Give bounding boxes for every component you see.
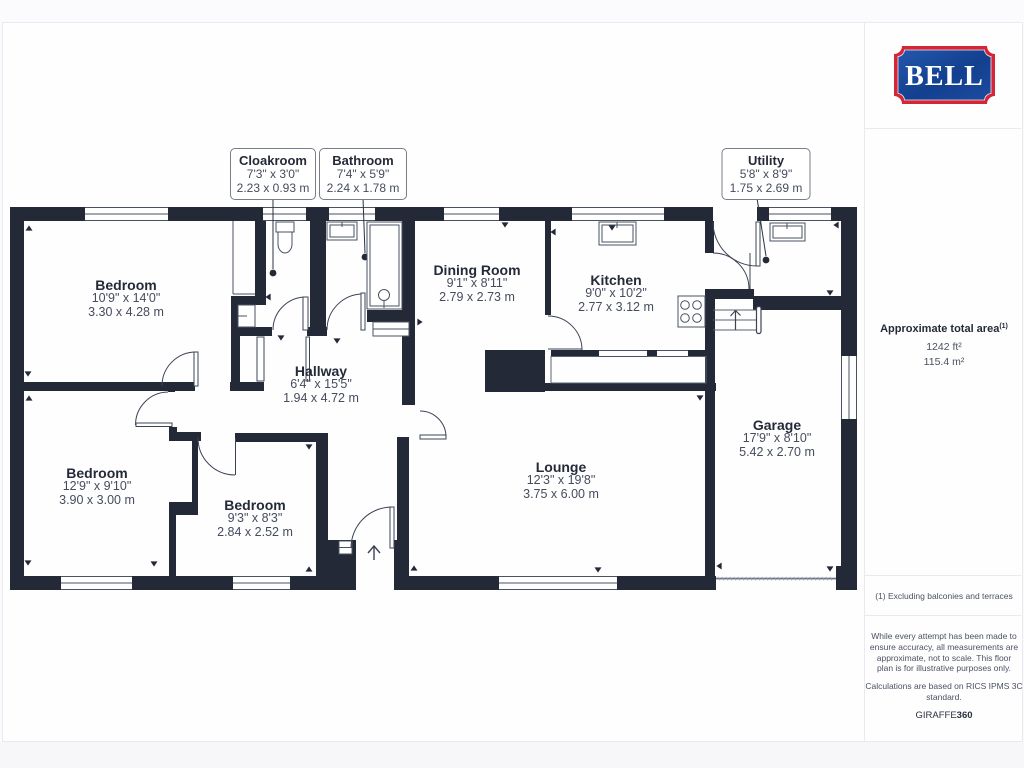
- svg-text:BELL: BELL: [905, 61, 984, 92]
